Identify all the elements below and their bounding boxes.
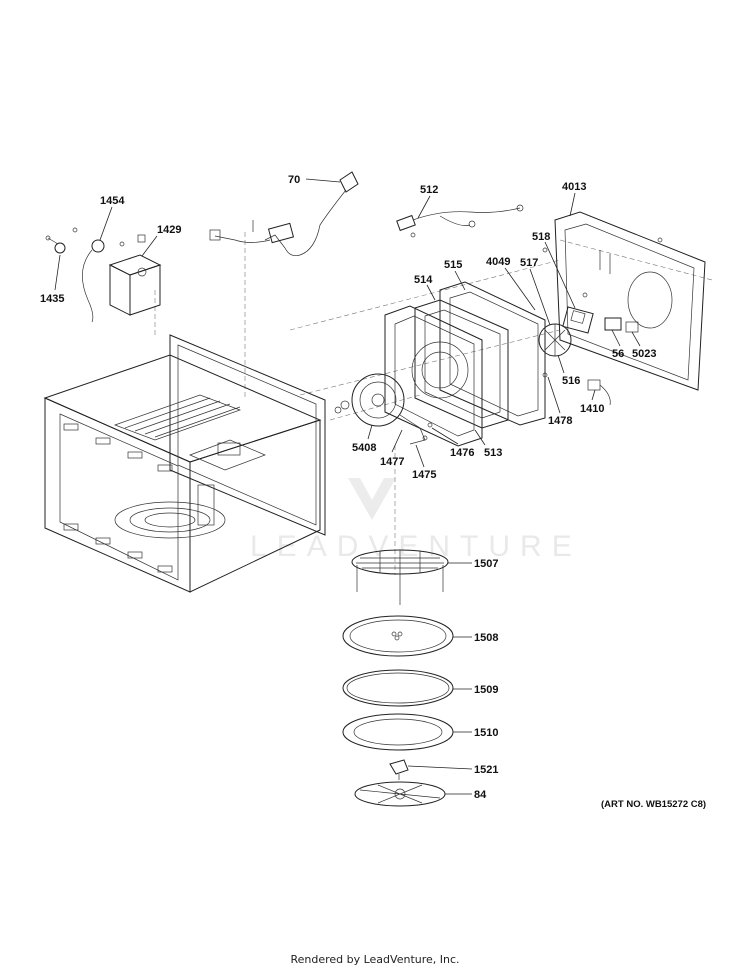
callout-518: 518 xyxy=(532,231,550,243)
callout-513: 513 xyxy=(484,447,502,459)
footer-credit: Rendered by LeadVenture, Inc. xyxy=(290,953,460,966)
callout-514: 514 xyxy=(414,274,433,286)
callout-516: 516 xyxy=(562,375,580,387)
callout-84: 84 xyxy=(474,789,487,801)
callout-1410: 1410 xyxy=(580,403,604,415)
convection-element xyxy=(334,373,426,445)
callout-1478: 1478 xyxy=(548,415,572,427)
callout-70: 70 xyxy=(288,174,300,186)
callout-512: 512 xyxy=(420,184,438,196)
wire-harness-512 xyxy=(396,204,524,232)
callout-5023: 5023 xyxy=(632,348,656,360)
glass-tray-1508 xyxy=(342,615,454,657)
watermark-text: LEADVENTURE xyxy=(250,530,582,563)
callout-4013: 4013 xyxy=(562,181,586,193)
callout-1429: 1429 xyxy=(157,224,181,236)
callout-labels: 70 512 4013 1454 1429 1435 515 4049 518 … xyxy=(40,174,706,810)
callout-4049: 4049 xyxy=(486,256,510,268)
callout-1521: 1521 xyxy=(474,764,498,776)
front-slots xyxy=(63,423,173,573)
wire-harness-70 xyxy=(209,171,359,257)
callout-1475: 1475 xyxy=(412,469,436,481)
callout-1510: 1510 xyxy=(474,727,498,739)
convection-plates xyxy=(384,281,546,447)
top-vent xyxy=(113,394,242,441)
leader-lines xyxy=(54,178,641,795)
ring-1509 xyxy=(342,669,454,707)
callout-517: 517 xyxy=(520,257,538,269)
alignment-lines xyxy=(154,232,713,575)
callout-1435: 1435 xyxy=(40,293,64,305)
callout-1509: 1509 xyxy=(474,684,498,696)
callout-5408: 5408 xyxy=(352,442,376,454)
callout-56: 56 xyxy=(612,348,624,360)
callout-1507: 1507 xyxy=(474,558,498,570)
fan-bracket-assembly xyxy=(45,227,162,323)
roller-guide-84 xyxy=(354,781,446,807)
coupler-1521 xyxy=(389,759,409,780)
callout-1476: 1476 xyxy=(450,447,474,459)
callout-1508: 1508 xyxy=(474,632,498,644)
tray-1510 xyxy=(342,713,454,751)
rear-cover-4013 xyxy=(554,211,706,391)
callout-1454: 1454 xyxy=(100,195,125,207)
screws xyxy=(410,232,663,441)
watermark-logo: LEADVENTURE xyxy=(250,478,582,563)
callout-515: 515 xyxy=(444,259,462,271)
callout-1477: 1477 xyxy=(380,456,404,468)
rack-1507 xyxy=(351,549,449,605)
art-number: (ART NO. WB15272 C8) xyxy=(601,799,706,810)
oven-cavity xyxy=(43,334,326,593)
